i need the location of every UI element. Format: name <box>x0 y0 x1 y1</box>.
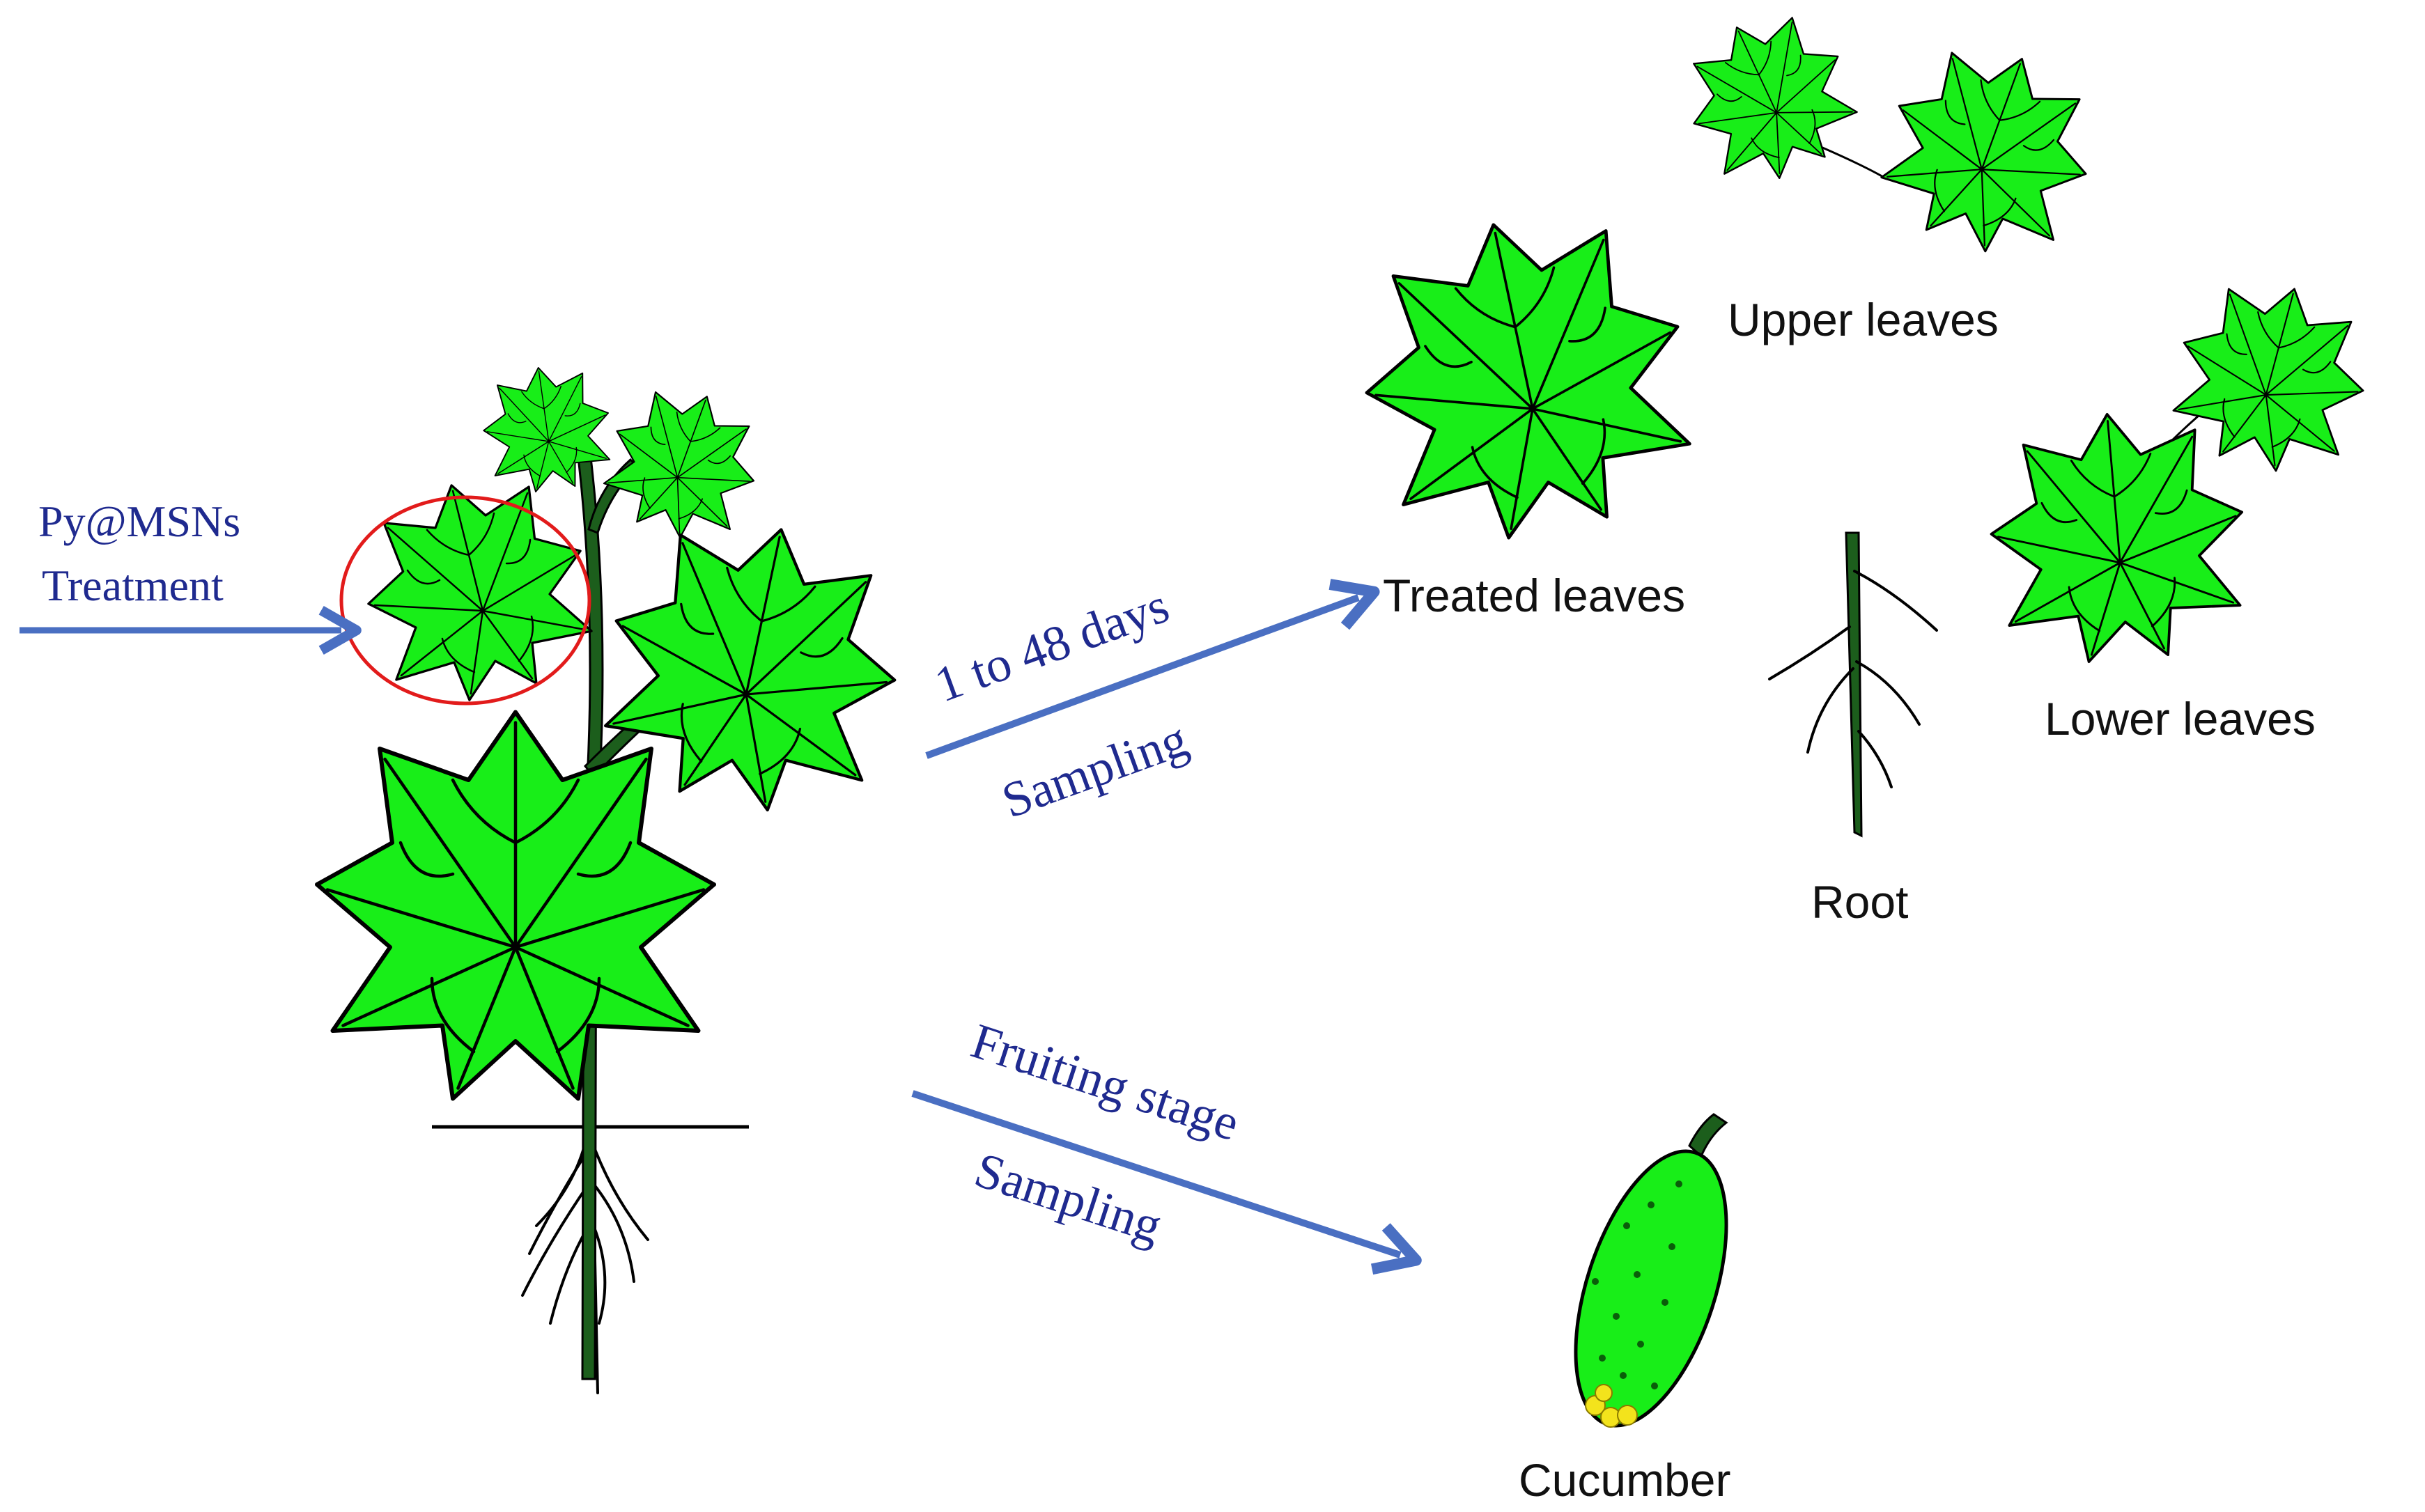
fruiting-stage-arrow <box>911 1090 1422 1275</box>
root-icon <box>1768 531 1938 838</box>
cucumber-icon <box>1574 1113 1728 1428</box>
root-label: Root <box>1811 876 1908 928</box>
lower-leaves-label: Lower leaves <box>2045 693 2316 745</box>
days-arrow-label-line2: Sampling <box>995 710 1195 829</box>
treatment-label-line1: Py@MSNs <box>38 497 240 546</box>
treatment-highlight-circle <box>339 495 591 706</box>
plant-leaf-top-right <box>589 371 777 556</box>
cucumber-plant-icon <box>317 358 920 1394</box>
lower-leaves-icon <box>1980 264 2385 671</box>
upper-leaves-label: Upper leaves <box>1728 294 1999 345</box>
fruit-arrow-label-line1: Fruiting stage <box>965 1013 1246 1151</box>
fruit-arrow-label-line2: Sampling <box>968 1141 1168 1254</box>
treated-leaves-label: Treated leaves <box>1383 570 1685 621</box>
treated-leaf-icon <box>1338 192 1713 560</box>
cucumber-label: Cucumber <box>1519 1454 1730 1506</box>
upper-leaves-icon <box>1664 0 2116 276</box>
plant-leaf-top-left <box>475 358 619 499</box>
plant-leaf-bottom <box>317 712 714 1099</box>
treatment-label-line2: Treatment <box>42 561 224 610</box>
days-arrow-label-line1: 1 to 48 days <box>928 577 1176 713</box>
sampling-days-arrow <box>925 579 1380 759</box>
